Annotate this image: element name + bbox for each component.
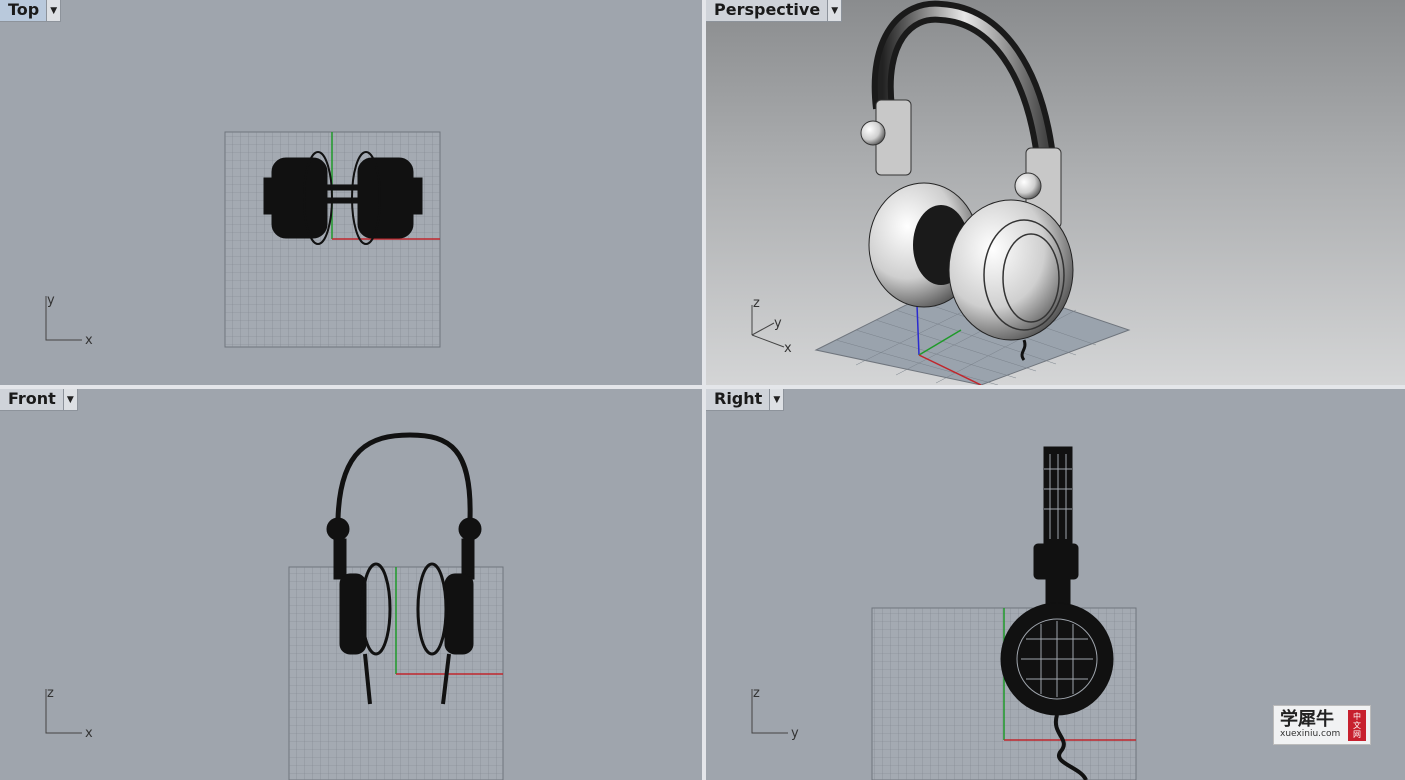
front-view-canvas xyxy=(288,432,504,780)
svg-text:y: y xyxy=(774,316,782,331)
x-axis-line xyxy=(918,354,982,385)
headphone-wireframe-front xyxy=(326,432,482,705)
axis-indicator-perspective: z y x xyxy=(751,296,792,356)
axis-indicator-front: z x xyxy=(45,686,93,741)
viewport-perspective[interactable]: z y x Perspective ▼ xyxy=(706,0,1405,385)
watermark-logo: 学犀牛 xuexiniu.com 中 文 网 xyxy=(1273,705,1371,745)
viewport-front[interactable]: z x Front ▼ xyxy=(0,389,702,780)
right-view-canvas xyxy=(871,446,1137,780)
viewport-title: Top xyxy=(8,0,40,19)
viewport-tab-front[interactable]: Front ▼ xyxy=(0,389,78,411)
y-axis-line xyxy=(918,329,962,356)
z-axis-line xyxy=(916,304,920,356)
svg-text:x: x xyxy=(85,333,93,348)
headphone-render xyxy=(860,0,1074,361)
headphone-wireframe-right xyxy=(1000,446,1114,780)
watermark-main-text: 学犀牛 xyxy=(1280,708,1334,730)
triangle-down-icon[interactable]: ▼ xyxy=(769,389,784,410)
perspective-view-canvas xyxy=(814,0,1131,385)
watermark-url: xuexiniu.com xyxy=(1280,728,1341,739)
triangle-down-icon[interactable]: ▼ xyxy=(46,0,61,21)
viewport-title: Perspective xyxy=(714,0,821,19)
headphone-wireframe-top xyxy=(263,151,423,245)
svg-text:z: z xyxy=(753,686,760,701)
viewport-tab-right[interactable]: Right ▼ xyxy=(706,389,785,411)
svg-text:z: z xyxy=(47,686,54,701)
svg-text:x: x xyxy=(85,726,93,741)
svg-text:x: x xyxy=(784,341,792,356)
viewport-tab-perspective[interactable]: Perspective ▼ xyxy=(706,0,843,22)
triangle-down-icon[interactable]: ▼ xyxy=(62,389,77,410)
viewport-tab-top[interactable]: Top ▼ xyxy=(0,0,62,22)
watermark-badge: 中 文 网 xyxy=(1348,710,1366,741)
svg-text:y: y xyxy=(791,726,799,741)
svg-text:y: y xyxy=(47,293,55,308)
svg-text:z: z xyxy=(753,296,760,311)
top-view-canvas xyxy=(224,131,441,348)
axis-indicator-top: y x xyxy=(45,293,93,348)
triangle-down-icon[interactable]: ▼ xyxy=(827,0,842,21)
axis-indicator-right: z y xyxy=(751,686,799,741)
viewport-top[interactable]: y x Top ▼ xyxy=(0,0,702,385)
viewport-title: Front xyxy=(8,389,56,408)
viewport-title: Right xyxy=(714,389,763,408)
